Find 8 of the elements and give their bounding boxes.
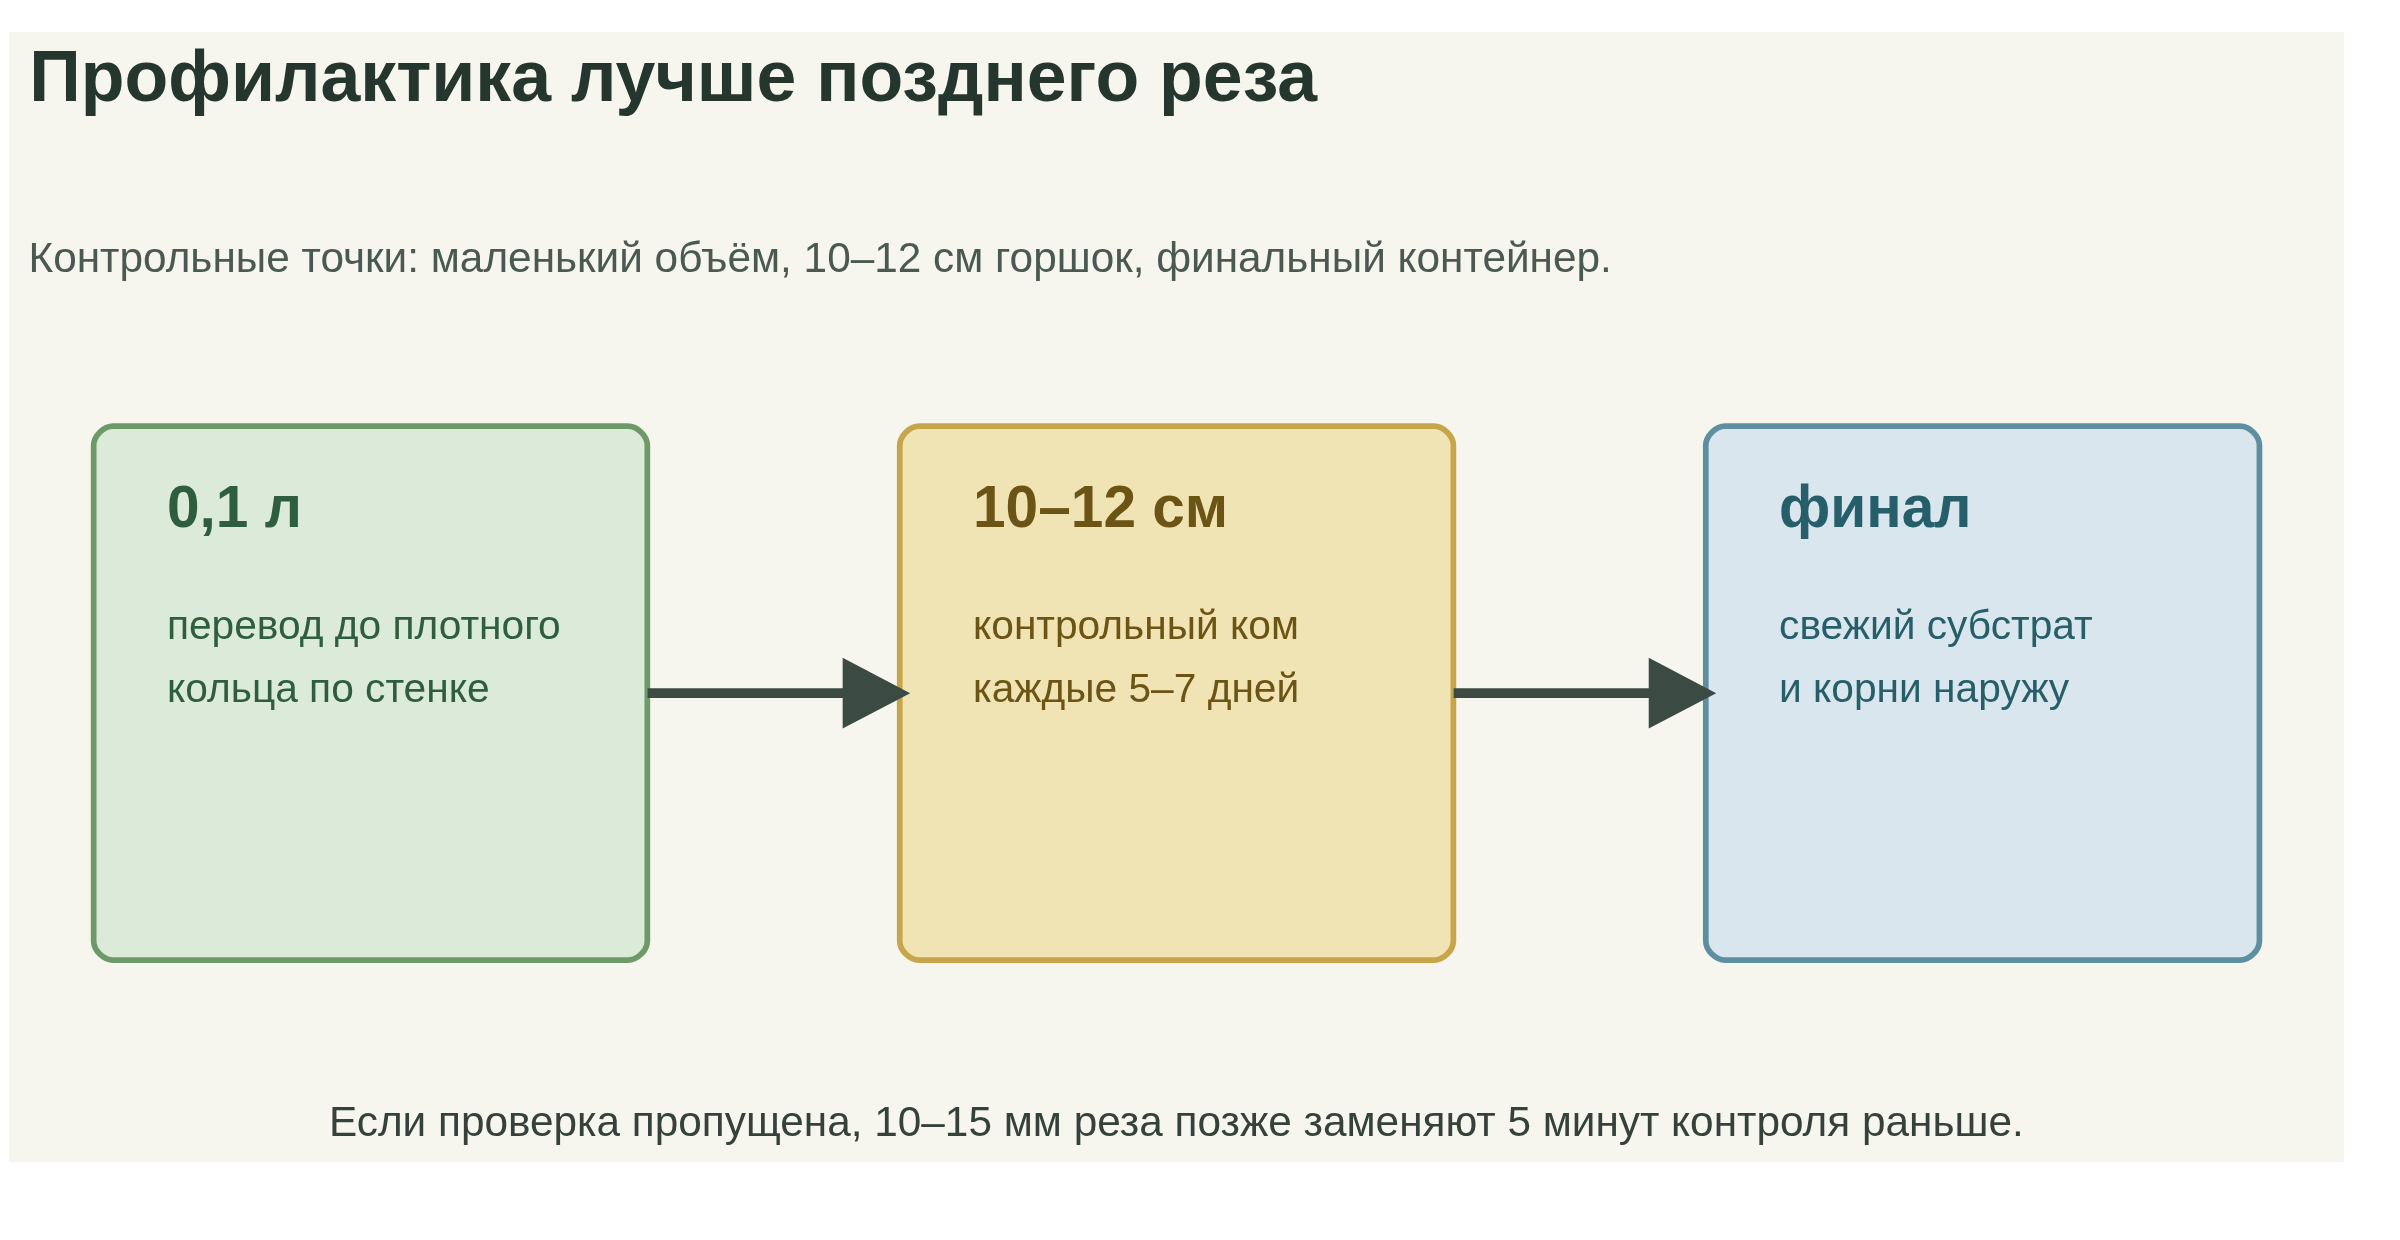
node-box: 10–12 см контрольный ком каждые 5–7 дней [896, 422, 1457, 963]
node-box: финал свежий субстрат и корни наружу [1702, 422, 2263, 963]
label: Контрольные точки: маленький объём, 10–12 см горшок, финальный контейнер. [28, 233, 1612, 281]
diagram-title: Профилактика лучше позднего реза [29, 35, 1318, 116]
arrow [1453, 657, 1717, 729]
node-box: 0,1 л перевод до плотного кольца по стенке [90, 422, 651, 963]
caption: Если проверка пропущена, 10–15 мм реза позже заменяют 5 минут контроля раньше. [328, 1097, 2024, 1145]
arrow [647, 657, 911, 729]
